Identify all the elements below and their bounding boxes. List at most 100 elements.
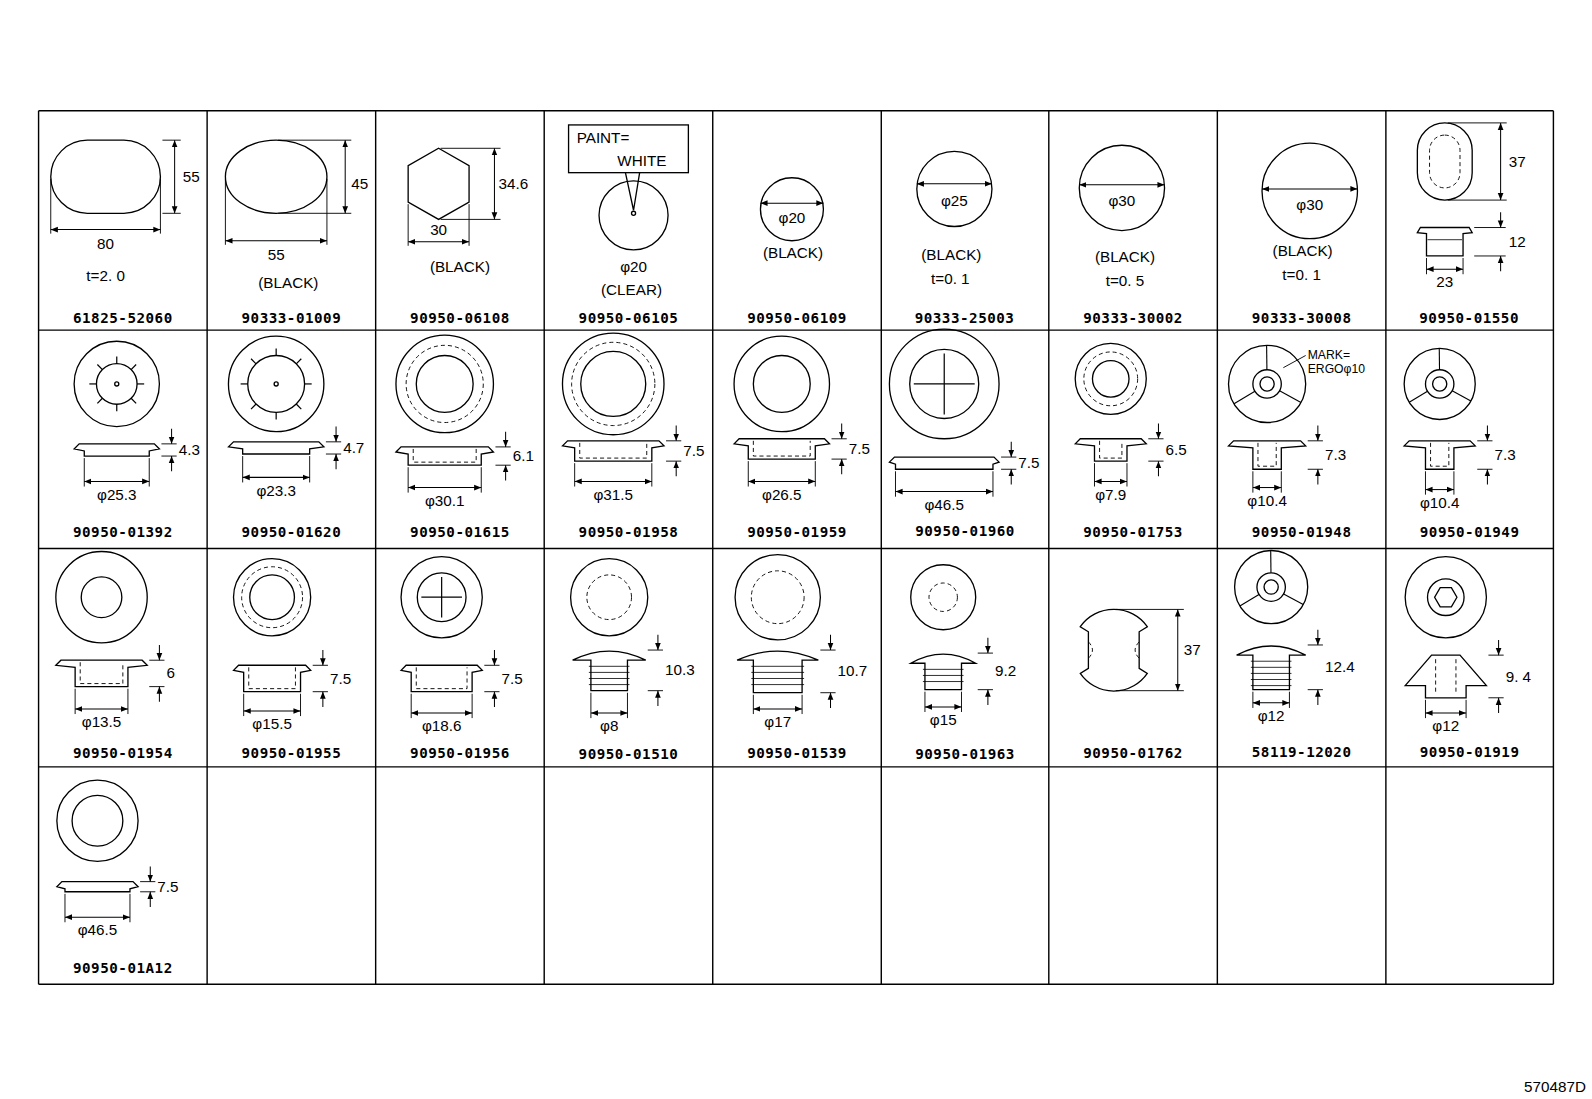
drawing-line [1488,697,1503,698]
drawing-line [1308,689,1323,690]
part-outline [408,148,469,219]
grid-line [543,111,544,985]
drawing-line [666,440,681,441]
drawing-line [251,404,256,409]
drawing-line [1425,489,1453,490]
drawing-line [278,213,351,214]
part-outline [1100,441,1122,458]
drawing-line [1001,457,1016,458]
drawing-line [1487,469,1488,484]
part-outline [74,341,159,426]
part-outline [911,565,976,630]
part-outline [1428,579,1465,616]
drawing-line [129,894,130,922]
part-outline [248,355,305,412]
part-outline [1405,557,1486,638]
drawing-line [751,666,804,667]
part-outline [1237,646,1306,690]
grid-line [1217,111,1218,985]
drawing-line [1094,481,1126,482]
dimension-label: (BLACK) [763,244,823,262]
part-outline [1264,580,1278,594]
drawing-line [1283,355,1305,367]
drawing-line [802,695,803,714]
dimension-label: φ46.5 [78,921,118,939]
drawing-line [243,477,310,478]
drawing-line [64,894,65,922]
dimension-label: (BLACK) [1273,242,1333,260]
dimension-label: φ30 [1108,192,1135,210]
drawing-line [411,694,412,718]
part-number: 90950-01762 [1083,743,1183,761]
part-outline [910,349,979,418]
drawing-line [408,241,469,242]
drawing-line [751,672,804,673]
drawing-line [820,650,835,651]
drawing-line [925,706,962,707]
dimension-label: 10.3 [665,661,695,679]
drawing-line [484,665,499,666]
drawing-line [65,917,130,918]
drawing-line [832,438,847,439]
drawing-line [326,454,341,455]
part-outline [760,178,823,241]
drawing-line [1425,700,1426,718]
part-outline [1431,443,1449,466]
part-outline [57,882,138,892]
dimension-label: φ46.5 [924,496,964,514]
drawing-line [1148,438,1163,439]
drawing-line [171,429,172,444]
part-drawings [39,111,1554,985]
part-outline [417,573,466,622]
grid-line [39,766,1554,767]
grid-line [712,111,713,985]
drawing-line [1011,469,1012,484]
drawing-line [441,219,501,220]
dimension-label: 7.5 [330,669,351,687]
drawing-line [313,665,328,666]
drawing-line [495,465,510,466]
drawing-line [648,650,663,651]
drawing-line [676,461,677,476]
dimension-label: t=0. 1 [931,270,970,288]
drawing-line [841,424,842,439]
drawing-line [1252,692,1253,708]
drawing-line [992,471,993,496]
drawing-line [1425,713,1466,714]
drawing-line [84,458,85,486]
drawing-line [1253,702,1290,703]
drawing-line [657,635,658,650]
drawing-line [278,140,351,141]
part-outline [413,449,476,462]
part-outline [406,345,483,422]
dimension-label: 37 [1184,641,1201,659]
dimension-label: 570487D [1524,1078,1586,1096]
drawing-line [1500,123,1501,200]
dimension-label: 12.4 [1325,658,1355,676]
part-outline [889,329,999,439]
grid-line [39,984,1554,985]
part-outline [1084,352,1138,406]
drawing-line [495,446,510,447]
part-outline [753,441,810,456]
drawing-line [1308,469,1323,470]
drawing-line [50,179,51,234]
drawing-line [408,487,481,488]
drawing-line [276,348,277,355]
drawing-line [1251,673,1292,674]
part-outline [1417,228,1472,256]
drawing-line [1251,679,1292,680]
dimension-label: 12 [1509,233,1526,251]
dimension-label: 30 [430,220,447,238]
drawing-line [751,684,804,685]
drawing-line [1317,469,1318,484]
part-outline [1258,443,1276,466]
part-outline [396,335,493,433]
drawing-line [961,692,962,712]
drawing-line [1466,700,1467,718]
grid-line [1553,111,1554,985]
drawing-line [472,694,473,718]
dimension-label: 7.3 [1325,446,1346,464]
drawing-line [651,463,652,486]
drawing-line [505,465,506,480]
